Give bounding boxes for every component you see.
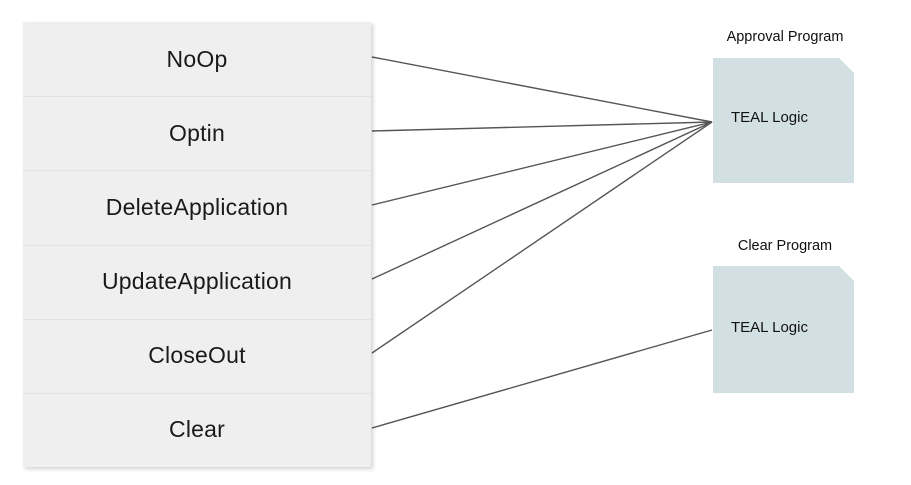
clear-program-title: Clear Program: [737, 238, 833, 254]
call-row-deleteapplication[interactable]: DeleteApplication: [23, 170, 371, 245]
clear-program-body-label: TEAL Logic: [731, 319, 808, 336]
connector-closeout-to-approval: [371, 121, 713, 354]
call-row-label: NoOp: [166, 45, 228, 72]
call-row-label: UpdateApplication: [101, 268, 293, 295]
clear-program-shape: [713, 266, 854, 393]
call-row-clear[interactable]: Clear: [23, 392, 371, 468]
call-row-label: Optin: [169, 119, 225, 146]
connector-updateapplication-to-approval: [371, 121, 713, 280]
clear-program-node[interactable]: Clear Program TEAL Logic: [700, 230, 870, 400]
connector-clear-to-clear-program: [371, 329, 713, 429]
connector-noop-to-approval: [371, 56, 713, 123]
call-row-noop[interactable]: NoOp: [23, 22, 371, 97]
call-row-label: DeleteApplication: [105, 193, 289, 220]
application-call-types-panel: NoOp Optin DeleteApplication UpdateAppli…: [23, 22, 371, 468]
approval-program-shape: [713, 58, 854, 183]
call-row-label: CloseOut: [148, 342, 246, 369]
call-row-optin[interactable]: Optin: [23, 96, 371, 171]
call-row-closeout[interactable]: CloseOut: [23, 318, 371, 393]
approval-program-body-label: TEAL Logic: [731, 109, 808, 126]
call-row-updateapplication[interactable]: UpdateApplication: [23, 244, 371, 319]
connector-optin-to-approval: [371, 121, 713, 132]
connector-deleteapplication-to-approval: [371, 121, 713, 206]
approval-program-node[interactable]: Approval Program TEAL Logic: [700, 22, 870, 192]
call-row-label: Clear: [169, 416, 225, 443]
approval-program-title: Approval Program: [726, 29, 844, 45]
